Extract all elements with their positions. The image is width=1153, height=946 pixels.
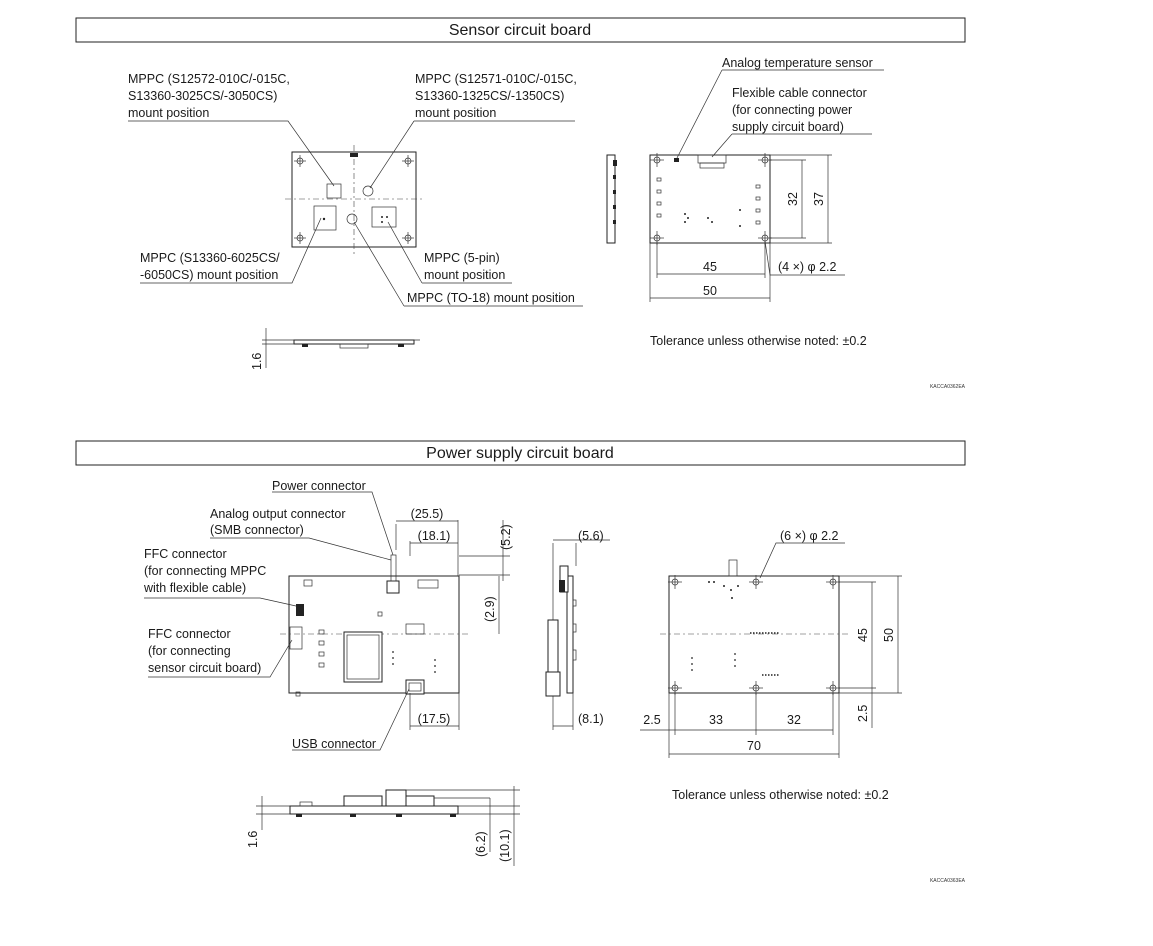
power-leader-lines [144, 491, 510, 751]
label-ffc2-line3: sensor circuit board) [148, 661, 261, 675]
power-board-edge-view [545, 539, 610, 730]
sensor-board-edge-view [606, 154, 617, 244]
sensor-drawing-code: KACCA0362EA [930, 384, 966, 390]
dim-sensor-holes: (4 ×) φ 2.2 [778, 260, 837, 274]
dim-power-8-1: (8.1) [578, 712, 604, 726]
label-mppc-5pin-line2: mount position [424, 268, 505, 282]
label-ffc1-line3: with flexible cable) [143, 581, 246, 595]
label-flex-line1: Flexible cable connector [732, 86, 867, 100]
dim-power-5-6: (5.6) [578, 529, 604, 543]
label-mppc-s12571-line1: MPPC (S12571-010C/-015C, [415, 72, 577, 86]
label-ffc2-line1: FFC connector [148, 627, 231, 641]
dim-power-2-5-left: 2.5 [643, 713, 660, 727]
dim-power-10-1: (10.1) [498, 829, 512, 862]
label-temp-sensor: Analog temperature sensor [722, 56, 873, 70]
label-mppc-s12572-line2: S13360-3025CS/-3050CS) [128, 89, 277, 103]
dim-sensor-45: 45 [703, 260, 717, 274]
label-mppc-s12572-line1: MPPC (S12572-010C/-015C, [128, 72, 290, 86]
label-analog-line1: Analog output connector [210, 507, 346, 521]
sensor-tolerance-note: Tolerance unless otherwise noted: ±0.2 [650, 334, 867, 348]
dim-power-17-5: (17.5) [418, 712, 451, 726]
label-flex-line2: (for connecting power [732, 103, 852, 117]
dim-power-holes: (6 ×) φ 2.2 [780, 529, 839, 543]
label-flex-line3: supply circuit board) [732, 120, 844, 134]
dim-power-thickness: 1.6 [246, 831, 260, 848]
dim-power-5-2: (5.2) [499, 524, 513, 550]
label-usb-connector: USB connector [292, 737, 376, 751]
label-mppc-5pin-line1: MPPC (5-pin) [424, 251, 500, 265]
sensor-board-front-view [285, 145, 425, 255]
power-board-side-view [256, 786, 520, 866]
label-mppc-s12571-line2: S13360-1325CS/-1350CS) [415, 89, 564, 103]
dim-power-25-5: (25.5) [411, 507, 444, 521]
sensor-title-box [75, 17, 966, 43]
dim-power-32: 32 [787, 713, 801, 727]
dim-sensor-32: 32 [786, 192, 800, 206]
label-mppc-s12571-line3: mount position [415, 106, 496, 120]
dim-sensor-thickness: 1.6 [250, 353, 264, 370]
label-mppc-s12572-line3: mount position [128, 106, 209, 120]
label-mppc-s13360-line1: MPPC (S13360-6025CS/ [140, 251, 280, 265]
power-title-box [75, 440, 966, 466]
label-mppc-to18: MPPC (TO-18) mount position [407, 291, 575, 305]
sensor-section: Sensor circuit board [75, 17, 966, 390]
label-ffc1-line2: (for connecting MPPC [144, 564, 266, 578]
power-back-dimension-lines [640, 542, 902, 758]
power-drawing-code: KACCA0363EA [930, 878, 966, 884]
dim-power-45: 45 [856, 628, 870, 642]
sensor-board-top-view [649, 153, 772, 245]
dim-power-50: 50 [882, 628, 896, 642]
dim-power-6-2: (6.2) [474, 831, 488, 857]
sensor-dimension-lines [649, 69, 884, 302]
sensor-leader-lines [128, 120, 583, 307]
sensor-title: Sensor circuit board [449, 22, 591, 39]
label-ffc2-line2: (for connecting [148, 644, 231, 658]
sensor-board-side-view [262, 328, 420, 368]
power-section: Power supply circuit board [75, 440, 966, 884]
label-analog-line2: (SMB connector) [210, 523, 304, 537]
power-board-front-view [280, 554, 468, 697]
dim-sensor-37: 37 [812, 192, 826, 206]
dim-power-2-9: (2.9) [483, 596, 497, 622]
dim-sensor-50: 50 [703, 284, 717, 298]
power-title: Power supply circuit board [426, 445, 614, 462]
power-tolerance-note: Tolerance unless otherwise noted: ±0.2 [672, 788, 889, 802]
label-power-connector: Power connector [272, 479, 366, 493]
dim-power-70: 70 [747, 739, 761, 753]
label-mppc-s13360-line2: -6050CS) mount position [140, 268, 278, 282]
dim-power-18-1: (18.1) [418, 529, 451, 543]
dim-power-33: 33 [709, 713, 723, 727]
label-ffc1-line1: FFC connector [144, 547, 227, 561]
dim-power-2-5-right: 2.5 [856, 705, 870, 722]
power-board-back-view [660, 559, 850, 695]
